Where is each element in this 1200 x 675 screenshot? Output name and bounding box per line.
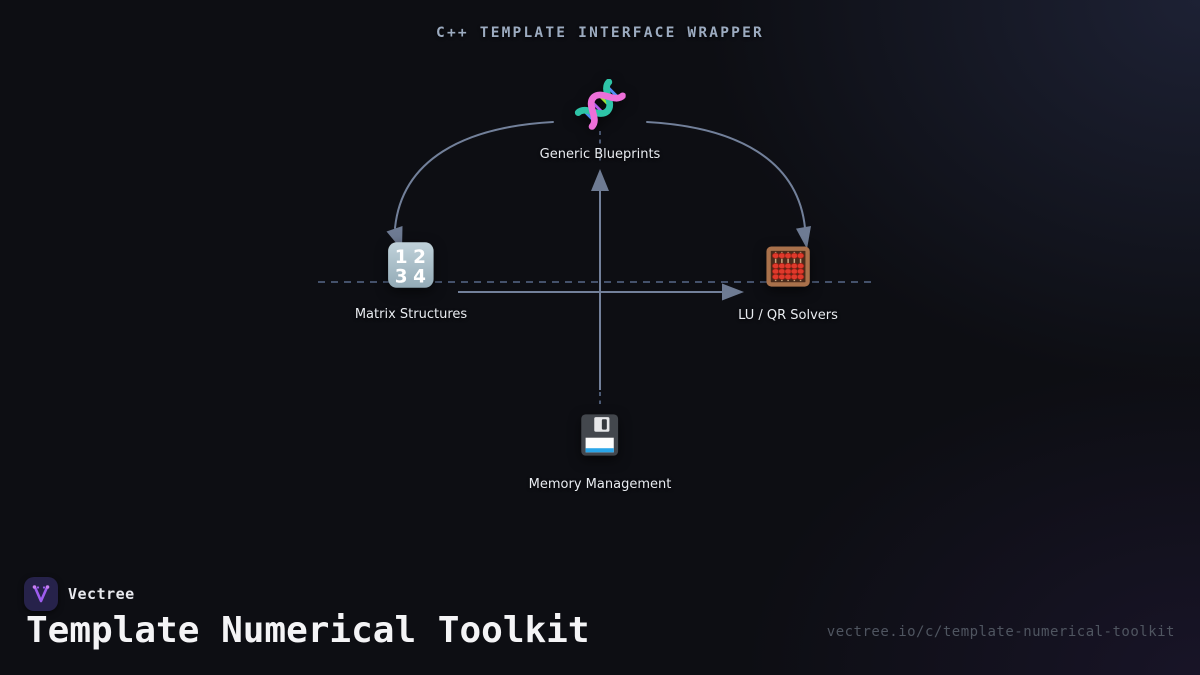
floppy-disk-icon	[574, 409, 626, 461]
node-label: Generic Blueprints	[539, 147, 661, 162]
abacus-icon	[762, 240, 814, 292]
node-label: LU / QR Solvers	[738, 308, 838, 323]
node-matrix-structures: 1 2 3 4 Matrix Structures	[355, 239, 467, 322]
input-numbers-icon: 1 2 3 4	[385, 239, 437, 291]
edge-blueprints-matrix	[394, 121, 554, 229]
node-label: Memory Management	[528, 477, 672, 492]
footer-url: vectree.io/c/template-numerical-toolkit	[826, 624, 1175, 640]
node-memory-management: Memory Management	[528, 409, 672, 492]
node-label: Matrix Structures	[354, 307, 468, 322]
diagram-title: C++ TEMPLATE INTERFACE WRAPPER	[436, 25, 764, 41]
vectree-logo-icon	[24, 577, 58, 611]
svg-text:2: 2	[413, 247, 426, 268]
brand-name: Vectree	[68, 585, 135, 603]
svg-text:3: 3	[395, 266, 408, 287]
svg-text:4: 4	[413, 266, 426, 287]
node-lu-qr-solvers: LU / QR Solvers	[738, 240, 838, 323]
dna-icon	[574, 78, 627, 131]
node-generic-blueprints: Generic Blueprints	[539, 78, 661, 162]
footer-brand: Vectree	[24, 577, 135, 611]
svg-text:1: 1	[395, 247, 408, 268]
page-title: Template Numerical Toolkit	[26, 610, 590, 651]
edge-blueprints-solvers	[646, 121, 806, 229]
arrowhead-blueprints	[591, 169, 609, 191]
